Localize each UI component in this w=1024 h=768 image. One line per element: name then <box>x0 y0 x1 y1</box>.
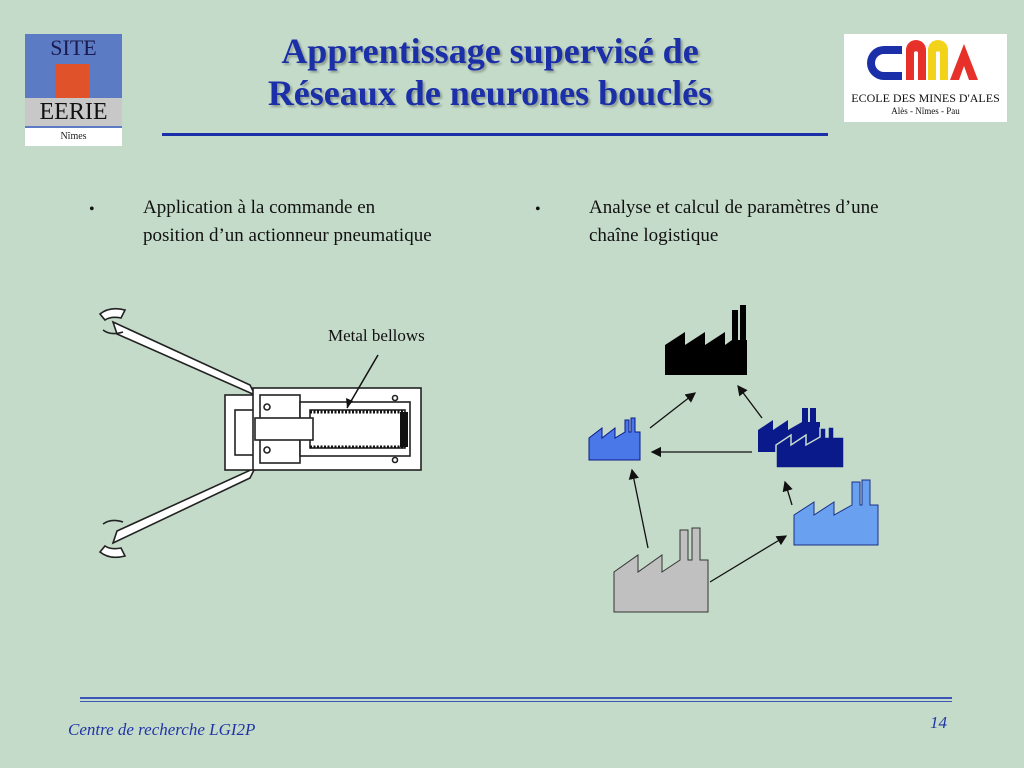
school-name: ECOLE DES MINES D'ALES <box>851 91 1000 105</box>
factory-gray-icon <box>613 527 709 613</box>
title-line-2: Réseaux de neurones bouclés <box>267 73 713 113</box>
factory-navy-icon <box>758 408 845 469</box>
factory-lightblue-icon <box>793 479 879 546</box>
logo-site-text: SITE <box>50 35 97 60</box>
logo-nimes-band <box>25 128 122 146</box>
title-underline <box>162 133 828 136</box>
bullet-right-line-2: chaîne logistique <box>589 225 719 246</box>
bullet-left-line-1: Application à la commande en <box>143 197 376 218</box>
ecole-des-mines-logo: ECOLE DES MINES D'ALES Alès - Nîmes - Pa… <box>844 34 1007 122</box>
logo-city-text: Nîmes <box>60 131 87 142</box>
slide-title: Apprentissage supervisé de Réseaux de ne… <box>170 30 810 114</box>
bullet-right-line-1: Analyse et calcul de paramètres d’une <box>589 197 879 218</box>
site-eerie-logo: SITE EERIE Nîmes <box>25 34 122 146</box>
ema-monogram-icon <box>844 34 1007 90</box>
bullet-marker: • <box>89 201 95 218</box>
bullet-left: Application à la commande en position d’… <box>143 194 513 250</box>
bullet-left-line-2: position d’un actionneur pneumatique <box>143 225 432 246</box>
factory-black-icon <box>665 305 747 375</box>
title-line-1: Apprentissage supervisé de <box>281 31 699 71</box>
footer-rule <box>80 697 952 699</box>
page-number: 14 <box>930 713 947 732</box>
pneumatic-actuator-diagram <box>98 307 422 559</box>
logo-eerie-band <box>25 98 122 126</box>
metal-bellows-label: Metal bellows <box>328 326 425 345</box>
bullet-right: Analyse et calcul de paramètres d’une ch… <box>589 194 969 250</box>
logo-eerie-text: EERIE <box>39 99 108 125</box>
footer-research-center: Centre de recherche LGI2P <box>68 720 256 739</box>
factory-blue-icon <box>588 417 641 461</box>
school-campuses: Alès - Nîmes - Pau <box>891 106 960 116</box>
logistics-chain-diagram <box>588 305 879 613</box>
footer-rule-thin <box>80 701 952 702</box>
logo-red-square <box>55 64 89 98</box>
bullet-marker: • <box>535 201 541 218</box>
